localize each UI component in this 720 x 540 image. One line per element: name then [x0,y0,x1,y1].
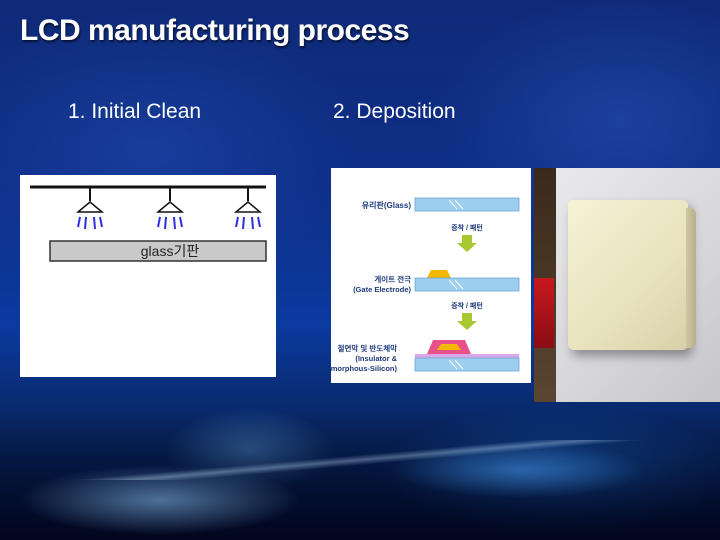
step2-caption: 2. Deposition [333,100,456,123]
initial-clean-diagram: glass기판 [20,175,276,377]
glass-layer [414,357,520,372]
insulator-label-kr: 절연막 및 반도체막 [338,343,397,353]
arrow2-label: 증착 / 패턴 [451,301,483,310]
deposition-diagram: 유리판(Glass) 증착 / 패턴 게이트 전극 (Gate Electrod… [325,168,531,383]
arrow1-label: 증착 / 패턴 [451,223,483,232]
cleaning-illustration: glass기판 [30,185,267,262]
glass-substrate-label: glass기판 [141,243,200,259]
gate-label-kr: 게이트 전극 [374,274,411,284]
down-arrow-icon [457,313,477,330]
spray-nozzle-icon [233,187,263,230]
down-arrow-icon [457,235,477,252]
insulator-label-en2: Amorphous-Silicon) [331,364,397,373]
spray-nozzle-icon [75,187,105,230]
glass-layer [414,197,520,212]
substrate-photo [534,168,720,402]
amorphous-silicon-layer [415,354,519,358]
gate-electrode [427,270,451,278]
photo-substrate-block [568,200,696,350]
photo-red-object [534,278,554,348]
insulator-label-en1: (Insulator & [355,354,397,363]
deposition-illustration: 유리판(Glass) 증착 / 패턴 게이트 전극 (Gate Electrod… [325,197,520,373]
gate-label-en: (Gate Electrode) [353,285,411,294]
glass-substrate [49,240,267,262]
step1-caption: 1. Initial Clean [68,100,202,123]
glass-layer-label: 유리판(Glass) [362,200,412,210]
gate-electrode [437,344,461,350]
spray-nozzle-icon [155,187,185,230]
slide-title: LCD manufacturing process [20,14,410,47]
glass-layer [414,277,520,292]
